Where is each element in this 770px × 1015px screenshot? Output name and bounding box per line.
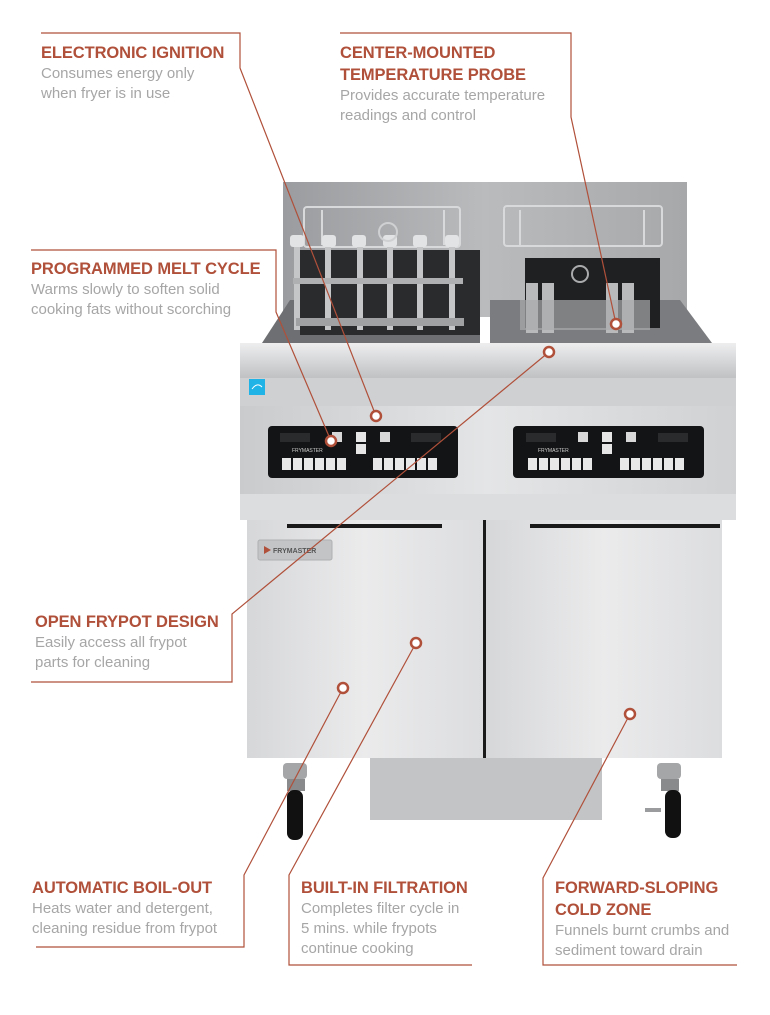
marker-filtration	[409, 636, 423, 650]
callout-desc-line: Completes filter cycle in	[301, 900, 460, 917]
marker-open-frypot	[542, 345, 556, 359]
svg-text:FRYMASTER: FRYMASTER	[292, 448, 323, 454]
callout-desc-line: parts for cleaning	[35, 654, 151, 671]
callout-desc-line: Provides accurate temperature	[340, 87, 546, 104]
callout-desc-line: Easily access all frypot	[35, 634, 187, 651]
callout-built-in-filtration: BUILT-IN FILTRATION Completes filter cyc…	[301, 877, 468, 959]
controller-right: FRYMASTER	[513, 426, 704, 478]
svg-text:FRYMASTER: FRYMASTER	[273, 548, 316, 555]
callout-desc-line: readings and control	[340, 107, 476, 124]
brand-plate	[257, 539, 333, 561]
callout-title: TEMPERATURE PROBE	[340, 66, 526, 84]
marker-temperature-probe	[609, 317, 623, 331]
callout-desc-line: when fryer is in use	[41, 85, 171, 102]
callout-desc-line: Funnels burnt crumbs and	[555, 922, 730, 939]
callout-desc-line: cooking fats without scorching	[31, 301, 232, 318]
callout-desc-line: Consumes energy only	[41, 65, 195, 82]
callout-desc-line: cleaning residue from frypot	[32, 920, 218, 937]
callout-title: PROGRAMMED MELT CYCLE	[31, 260, 261, 278]
callout-title: AUTOMATIC BOIL-OUT	[32, 879, 212, 897]
callout-title: OPEN FRYPOT DESIGN	[35, 613, 219, 631]
svg-text:FRYMASTER: FRYMASTER	[538, 448, 569, 454]
callout-electronic-ignition: ELECTRONIC IGNITION Consumes energy only…	[41, 42, 224, 104]
callout-title: FORWARD-SLOPING	[555, 879, 719, 897]
callout-title: ELECTRONIC IGNITION	[41, 44, 225, 62]
callout-open-frypot-design: OPEN FRYPOT DESIGN Easily access all fry…	[35, 611, 219, 673]
callout-programmed-melt-cycle: PROGRAMMED MELT CYCLE Warms slowly to so…	[31, 258, 261, 320]
caster-right	[645, 763, 681, 838]
callout-desc-line: sediment toward drain	[555, 942, 703, 959]
callout-center-mounted-probe: CENTER-MOUNTED TEMPERATURE PROBE Provide…	[340, 42, 545, 126]
cabinet: FRYMASTER	[247, 520, 722, 758]
basket-left	[290, 206, 464, 330]
marker-boil-out	[336, 681, 350, 695]
marker-electronic-ignition	[369, 409, 383, 423]
callout-desc-line: Warms slowly to soften solid	[31, 281, 220, 298]
door-handle-left	[287, 524, 442, 528]
callout-title: BUILT-IN FILTRATION	[301, 879, 468, 897]
callout-desc-line: continue cooking	[301, 940, 414, 957]
marker-cold-zone	[623, 707, 637, 721]
top-ledge	[240, 343, 736, 406]
callout-desc-line: Heats water and detergent,	[32, 900, 213, 917]
callout-markers	[324, 317, 637, 721]
marker-melt-cycle	[324, 434, 338, 448]
controller-left: FRYMASTER	[268, 426, 458, 478]
caster-left	[283, 763, 307, 840]
callout-title: CENTER-MOUNTED	[340, 44, 496, 62]
filter-pan	[370, 758, 602, 820]
basket-right	[503, 205, 663, 333]
callout-forward-sloping-cold-zone: FORWARD-SLOPING COLD ZONE Funnels burnt …	[555, 877, 729, 961]
callout-automatic-boil-out: AUTOMATIC BOIL-OUT Heats water and deter…	[32, 877, 217, 939]
callout-desc-line: 5 mins. while frypots	[301, 920, 437, 937]
callout-title: COLD ZONE	[555, 901, 652, 919]
door-handle-right	[530, 524, 720, 528]
leader-lines	[31, 32, 737, 966]
energy-star-badge	[249, 379, 265, 395]
